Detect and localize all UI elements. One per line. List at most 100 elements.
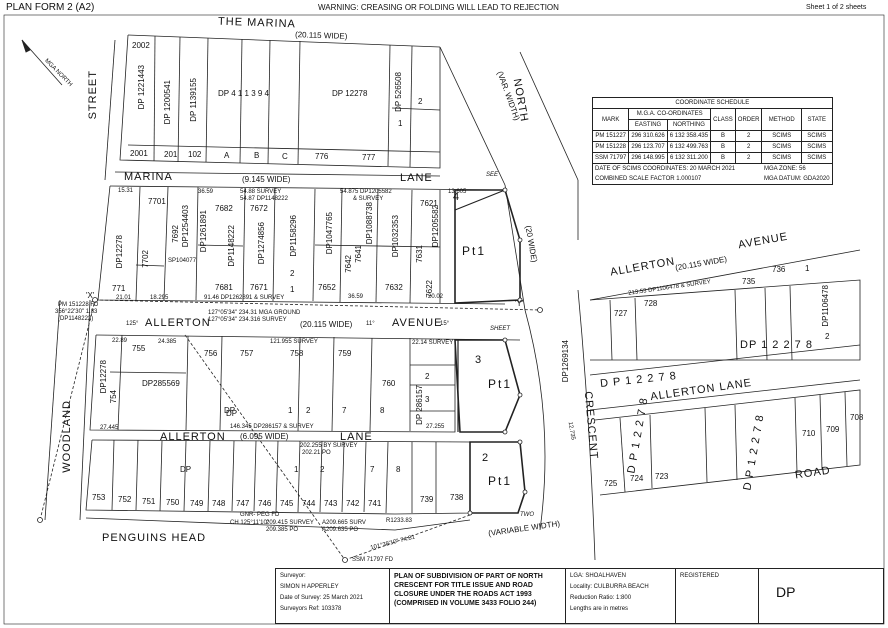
coord-header: METHOD [761,108,802,131]
dp-label: DP1205582 [431,205,440,248]
dp-label: DP 1139155 [189,78,198,122]
dimension: 18.295 [150,295,169,301]
dimension: 209.415 SURVEY [266,520,314,526]
lot-label: 7701 [148,197,166,206]
dimension: 356°22'30" 1.83 [55,309,98,315]
lot-label: 7 [342,406,347,415]
lot-label: 8 [396,465,401,474]
coord-cell: 2 [734,141,763,153]
see-label: SEE [486,172,499,178]
coord-cell: SCIMS [761,152,802,164]
lot-label: 709 [826,425,840,434]
lot-label: 7641 [354,245,363,263]
lot-label: 758 [290,349,304,358]
dimension: PM 151228 FD [58,302,99,308]
lot-label: 743 [324,499,338,508]
lot-label: 7682 [215,204,233,213]
surveyor-panel: Surveyor: SIMON H APPERLEY Date of Surve… [276,569,390,623]
lot-label: 753 [92,493,106,502]
registered-label: REGISTERED [680,573,720,579]
coord-cell: PM 151227 [591,130,630,142]
lot-label: A [224,151,230,160]
lot-label: 746 [258,499,272,508]
coord-footnote: COMBINED SCALE FACTOR 1.000107 [591,174,762,185]
lot-label: B [254,151,260,160]
registered-panel: REGISTERED [676,569,759,623]
dimension: 202.255 BY SURVEY [300,443,358,449]
coord-title: COORDINATE SCHEDULE [592,97,833,109]
coord-mga: M.G.A. CO-ORDINATES [628,108,712,120]
lot-label: 725 [604,479,618,488]
dp-label: DP1158296 [289,215,298,257]
lot-label: 759 [338,349,352,358]
lengths-text: Lengths are in metres [570,606,629,612]
station-y: 'Y' [515,299,524,308]
lot-label: 727 [614,309,628,318]
dimension: 13.605 [448,189,467,195]
dimension: 125° [126,321,139,327]
locality-panel: LGA: SHOALHAVEN Locality: CULBURRA BEACH… [566,569,676,623]
dimension: & SURVEY [353,196,384,202]
marina-width: (9.145 WIDE) [242,175,291,184]
lot-label: 7671 [250,283,268,292]
part-lot-label: Pt1 [462,244,487,258]
coord-cell: 296 310.626 [628,130,668,142]
dp-label: DP 286157 [415,385,424,425]
lga-text: LGA: SHOALHAVEN [570,573,626,579]
lot-label: 2 [306,406,311,415]
dimension: 24.385 [158,339,177,345]
lot-label: 2001 [130,149,148,158]
coord-footnote: MGA DATUM: GDA2020 [761,174,833,185]
pt-number: 4 [453,191,461,203]
dp-label: DP1088738 [365,202,374,245]
lot-label: 756 [204,349,218,358]
plan-title-line: CLOSURE UNDER THE ROADS ACT 1993 [394,591,532,598]
pt-number: 3 [475,354,483,366]
coord-header: ORDER [734,108,763,131]
lot-label: 7692 [171,225,180,243]
dimension: 27.445 [100,425,119,431]
lot-label: 741 [368,499,382,508]
road-marina: MARINA [124,171,173,183]
dimension: 15° [440,321,450,327]
dp-label: DP1261891 [199,210,208,253]
road-allerton-lane: ALLERTON [160,431,226,443]
lot-label: 757 [240,349,254,358]
lot-label: 776 [315,152,329,161]
lot-label: 724 [630,474,644,483]
lot-label: 738 [450,493,464,502]
coord-header: MARK [591,108,630,131]
lot-label: 710 [802,429,816,438]
allerton-lane-width: (6.095 WIDE) [240,432,289,441]
dp-label: DP 1 2 2 7 8 [740,339,813,351]
coord-cell: SCIMS [761,141,802,153]
dimension: 54.875 DP1205582 [340,189,392,195]
dimension: 127°05'34" 234.316 SURVEY [208,317,287,323]
lot-label: 745 [280,499,294,508]
plan-title-line: PLAN OF SUBDIVISION OF PART OF NORTH [394,573,543,580]
dimension: 146.345 DP286157 & SURVEY [230,424,314,430]
dimension: CH 125°11'10" [230,520,269,526]
lot-label: 2 [418,97,423,106]
lot-label: 728 [644,299,658,308]
lot-label: 754 [109,390,118,404]
dp-label: DP [226,409,238,418]
lot-label: 2 [290,269,295,278]
coord-cell: SSM 71797 [591,152,630,164]
lot-label: 7631 [415,245,424,263]
lot-label: 2 [425,372,430,381]
dp-label: DP1254403 [181,205,190,248]
dimension: 27.255 [426,424,445,430]
lot-label: 736 [772,265,786,274]
lot-label: 7702 [141,250,150,268]
coord-cell: B [710,141,736,153]
dimension: 127°05'34" 234.31 MGA GROUND [208,310,301,316]
lot-label: 742 [346,499,360,508]
lot-label: 1 [288,406,293,415]
lot-label: 7642 [344,255,353,273]
coord-cell: SCIMS [800,141,833,153]
dimension: 22.14 SURVEY [412,340,454,346]
dimension: A209.665 SURV [322,520,366,526]
lot-label: 777 [362,153,376,162]
gnr-peg-label: GNR- PEG FD [240,512,280,518]
